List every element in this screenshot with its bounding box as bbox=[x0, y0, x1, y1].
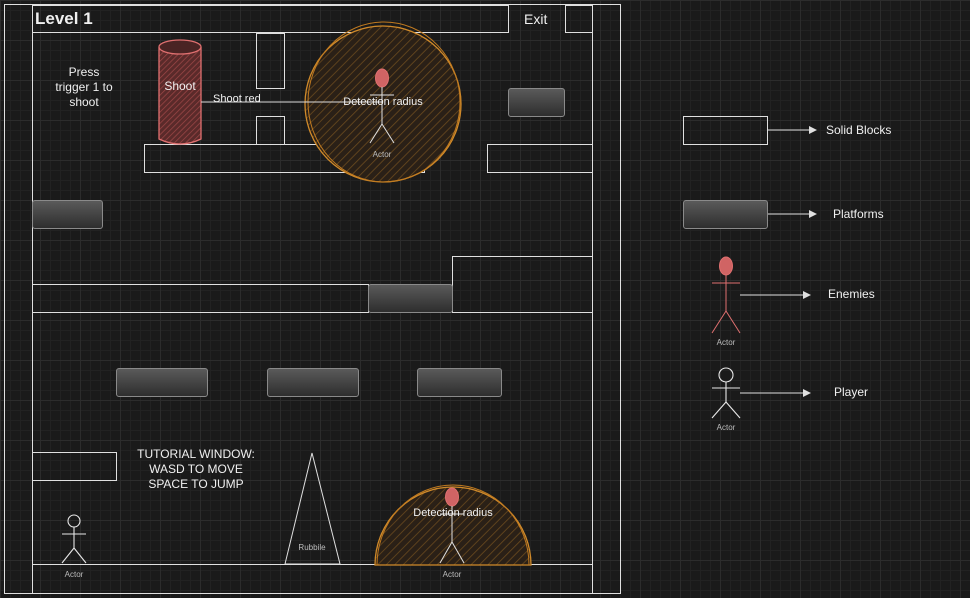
legend-solid-blocks-label: Solid Blocks bbox=[826, 123, 892, 137]
enemy-actor-top bbox=[369, 68, 395, 144]
tutorial-line-2: WASD TO MOVE bbox=[149, 462, 243, 476]
platform-middle bbox=[368, 284, 453, 313]
solid-block-lower-left bbox=[32, 452, 117, 481]
shoot-hint: Press trigger 1 to shoot bbox=[55, 65, 113, 109]
platform-left bbox=[32, 200, 103, 229]
platform-lower-3 bbox=[417, 368, 502, 397]
tutorial-line-1: TUTORIAL WINDOW: bbox=[137, 447, 255, 461]
platform-lower-2 bbox=[267, 368, 359, 397]
actor-label-top: Actor bbox=[372, 150, 392, 159]
shoot-cylinder bbox=[158, 39, 202, 145]
legend-player-label: Player bbox=[834, 385, 869, 399]
legend-enemy-actor-label: Actor bbox=[716, 338, 736, 347]
legend-enemies-label: Enemies bbox=[828, 287, 875, 301]
title-bar bbox=[32, 5, 509, 33]
rubble-triangle bbox=[284, 452, 341, 565]
rubble-label: Rubbile bbox=[298, 543, 326, 552]
tutorial-line-3: SPACE TO JUMP bbox=[148, 477, 244, 491]
legend-enemy-actor bbox=[711, 256, 741, 334]
exit-label: Exit bbox=[524, 11, 548, 27]
detection-circle-bottom bbox=[374, 484, 532, 566]
shoot-red-label: Shoot red bbox=[213, 93, 261, 105]
legend-platforms-label: Platforms bbox=[833, 207, 884, 221]
exit-block bbox=[565, 5, 593, 33]
platform-lower-1 bbox=[116, 368, 208, 397]
level-title: Level 1 bbox=[35, 9, 93, 28]
platform-upper-right bbox=[508, 88, 565, 117]
shoot-label: Shoot bbox=[164, 79, 196, 93]
actor-label-bottom: Actor bbox=[442, 570, 462, 579]
detection-label-bottom: Detection radius bbox=[413, 507, 493, 519]
legend-solid-block bbox=[683, 116, 768, 145]
detection-label-top: Detection radius bbox=[343, 96, 423, 108]
legend-player-actor-label: Actor bbox=[716, 423, 736, 432]
legend-player-actor bbox=[711, 367, 741, 419]
solid-block-pillar-top bbox=[256, 33, 285, 89]
legend-platform bbox=[683, 200, 768, 229]
player-actor bbox=[61, 514, 87, 564]
actor-label-player: Actor bbox=[64, 570, 84, 579]
solid-block-upper-right bbox=[487, 144, 593, 173]
enemy-actor-bottom bbox=[439, 487, 465, 564]
